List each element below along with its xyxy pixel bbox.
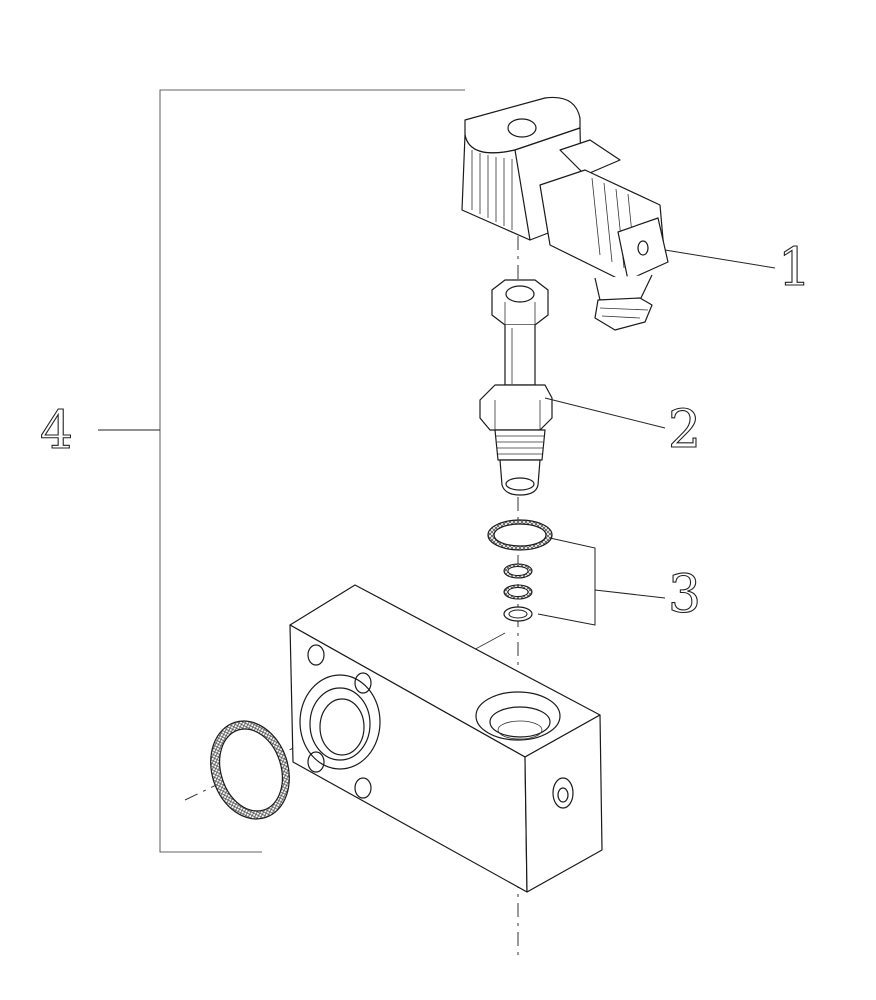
valve-body <box>289 584 603 893</box>
solenoid-coil <box>461 96 669 331</box>
seal-kit <box>487 519 553 622</box>
callout-1: 1 <box>778 238 811 298</box>
assembly-bracket <box>98 89 465 853</box>
callout-2: 2 <box>668 400 701 460</box>
valve-cartridge <box>479 279 553 496</box>
leader-lines <box>537 249 776 626</box>
callout-4: 4 <box>40 401 73 461</box>
flange-gasket <box>210 720 290 820</box>
callout-3: 3 <box>668 565 701 625</box>
